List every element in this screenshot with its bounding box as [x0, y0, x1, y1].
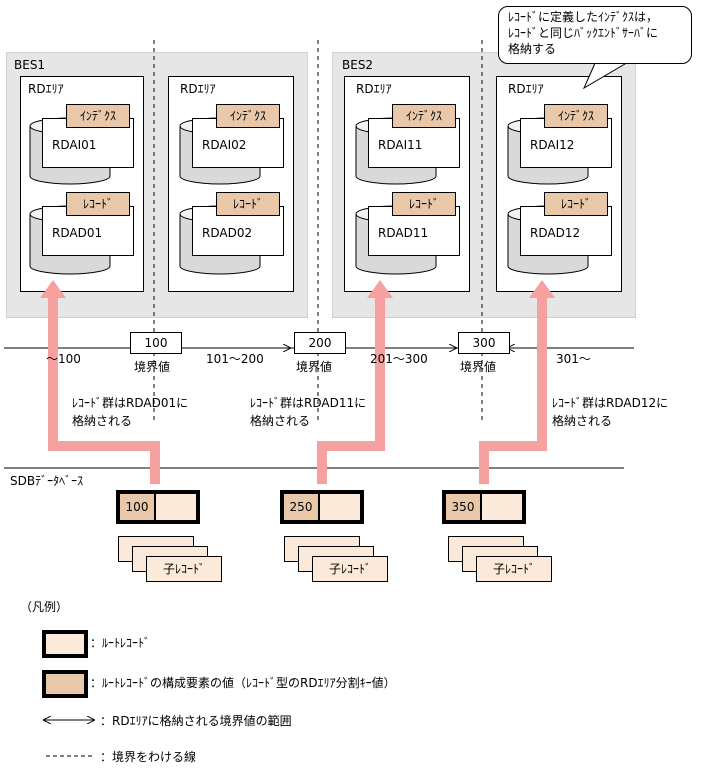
range-label-1: ～100	[46, 352, 81, 366]
root-key: 100	[120, 494, 156, 520]
legend-key-swatch	[42, 670, 88, 698]
callout-line-3: 格納する	[508, 42, 557, 56]
record-tag: ﾚｺｰﾄﾞ	[216, 192, 280, 216]
legend-key-text: ：ﾙｰﾄﾚｺｰﾄﾞの構成要素の値（ﾚｺｰﾄﾞ型のRDｴﾘｱ分割ｷｰ値）	[90, 676, 396, 690]
index-name: RDAI12	[530, 138, 575, 152]
storage-arrow-2	[317, 292, 385, 484]
data-name: RDAD11	[378, 226, 429, 240]
data-name: RDAD01	[52, 226, 103, 240]
data-name: RDAD12	[530, 226, 581, 240]
rd-area-label: RDｴﾘｱ	[28, 82, 64, 96]
bes2-label: BES2	[342, 58, 374, 72]
index-name: RDAI11	[378, 138, 423, 152]
child-record: 子ﾚｺｰﾄﾞ	[312, 556, 388, 582]
note-1-line-2: 格納される	[72, 414, 133, 428]
legend-root-text: ：ﾙｰﾄﾚｺｰﾄﾞ	[90, 636, 151, 650]
storage-arrowhead-3	[529, 280, 555, 298]
rd-area-label: RDｴﾘｱ	[508, 82, 544, 96]
callout-box	[498, 6, 692, 64]
note-2-line-1: ﾚｺｰﾄﾞ群はRDAD11に	[250, 396, 367, 410]
storage-arrowhead-1	[40, 280, 66, 298]
index-tag: ｲﾝﾃﾞｸｽ	[216, 104, 280, 128]
storage-arrow-1	[48, 292, 160, 484]
rd-area-label: RDｴﾘｱ	[180, 82, 216, 96]
storage-arrow-3	[479, 292, 547, 484]
range-label-2: 101～200	[206, 352, 264, 366]
legend-line-text: ：境界をわける線	[100, 750, 197, 764]
record-tag: ﾚｺｰﾄﾞ	[392, 192, 456, 216]
note-3-line-1: ﾚｺｰﾄﾞ群はRDAD12に	[552, 396, 669, 410]
note-1-line-1: ﾚｺｰﾄﾞ群はRDAD01に	[72, 396, 189, 410]
boundary-value-2: 200	[294, 332, 346, 354]
rd-area-label: RDｴﾘｱ	[356, 82, 392, 96]
boundary-label-2: 境界値	[296, 360, 333, 374]
index-tag: ｲﾝﾃﾞｸｽ	[392, 104, 456, 128]
child-record: 子ﾚｺｰﾄﾞ	[476, 556, 552, 582]
child-record: 子ﾚｺｰﾄﾞ	[146, 556, 222, 582]
boundary-label-3: 境界値	[460, 360, 497, 374]
root-record: 100	[116, 490, 200, 524]
range-label-4: 301～	[556, 352, 591, 366]
index-tag: ｲﾝﾃﾞｸｽ	[544, 104, 608, 128]
root-key: 350	[446, 494, 482, 520]
legend-root-swatch	[42, 630, 88, 658]
storage-arrowhead-2	[367, 280, 393, 298]
index-tag: ｲﾝﾃﾞｸｽ	[66, 104, 130, 128]
note-2-line-2: 格納される	[250, 414, 311, 428]
callout-line-2: ﾚｺｰﾄﾞと同じﾊﾞｯｸｴﾝﾄﾞｻｰﾊﾞに	[508, 26, 659, 40]
boundary-value-1: 100	[130, 332, 182, 354]
bes1-label: BES1	[14, 58, 46, 72]
index-name: RDAI02	[202, 138, 247, 152]
sdb-label: SDBﾃﾞｰﾀﾍﾞｰｽ	[10, 474, 84, 488]
callout-line-1: ﾚｺｰﾄﾞに定義したｲﾝﾃﾞｸｽは，	[508, 10, 659, 24]
root-record: 250	[280, 490, 364, 524]
boundary-label-1: 境界値	[134, 360, 171, 374]
data-name: RDAD02	[202, 226, 253, 240]
callout-tail-cover	[597, 59, 629, 63]
root-record: 350	[442, 490, 526, 524]
legend-range-text: ：RDｴﾘｱに格納される境界値の範囲	[100, 714, 292, 728]
legend-title: （凡例）	[20, 600, 69, 614]
index-name: RDAI01	[52, 138, 97, 152]
root-key: 250	[284, 494, 320, 520]
boundary-value-3: 300	[458, 332, 510, 354]
record-tag: ﾚｺｰﾄﾞ	[66, 192, 130, 216]
record-tag: ﾚｺｰﾄﾞ	[544, 192, 608, 216]
range-label-3: 201～300	[370, 352, 428, 366]
note-3-line-2: 格納される	[552, 414, 613, 428]
